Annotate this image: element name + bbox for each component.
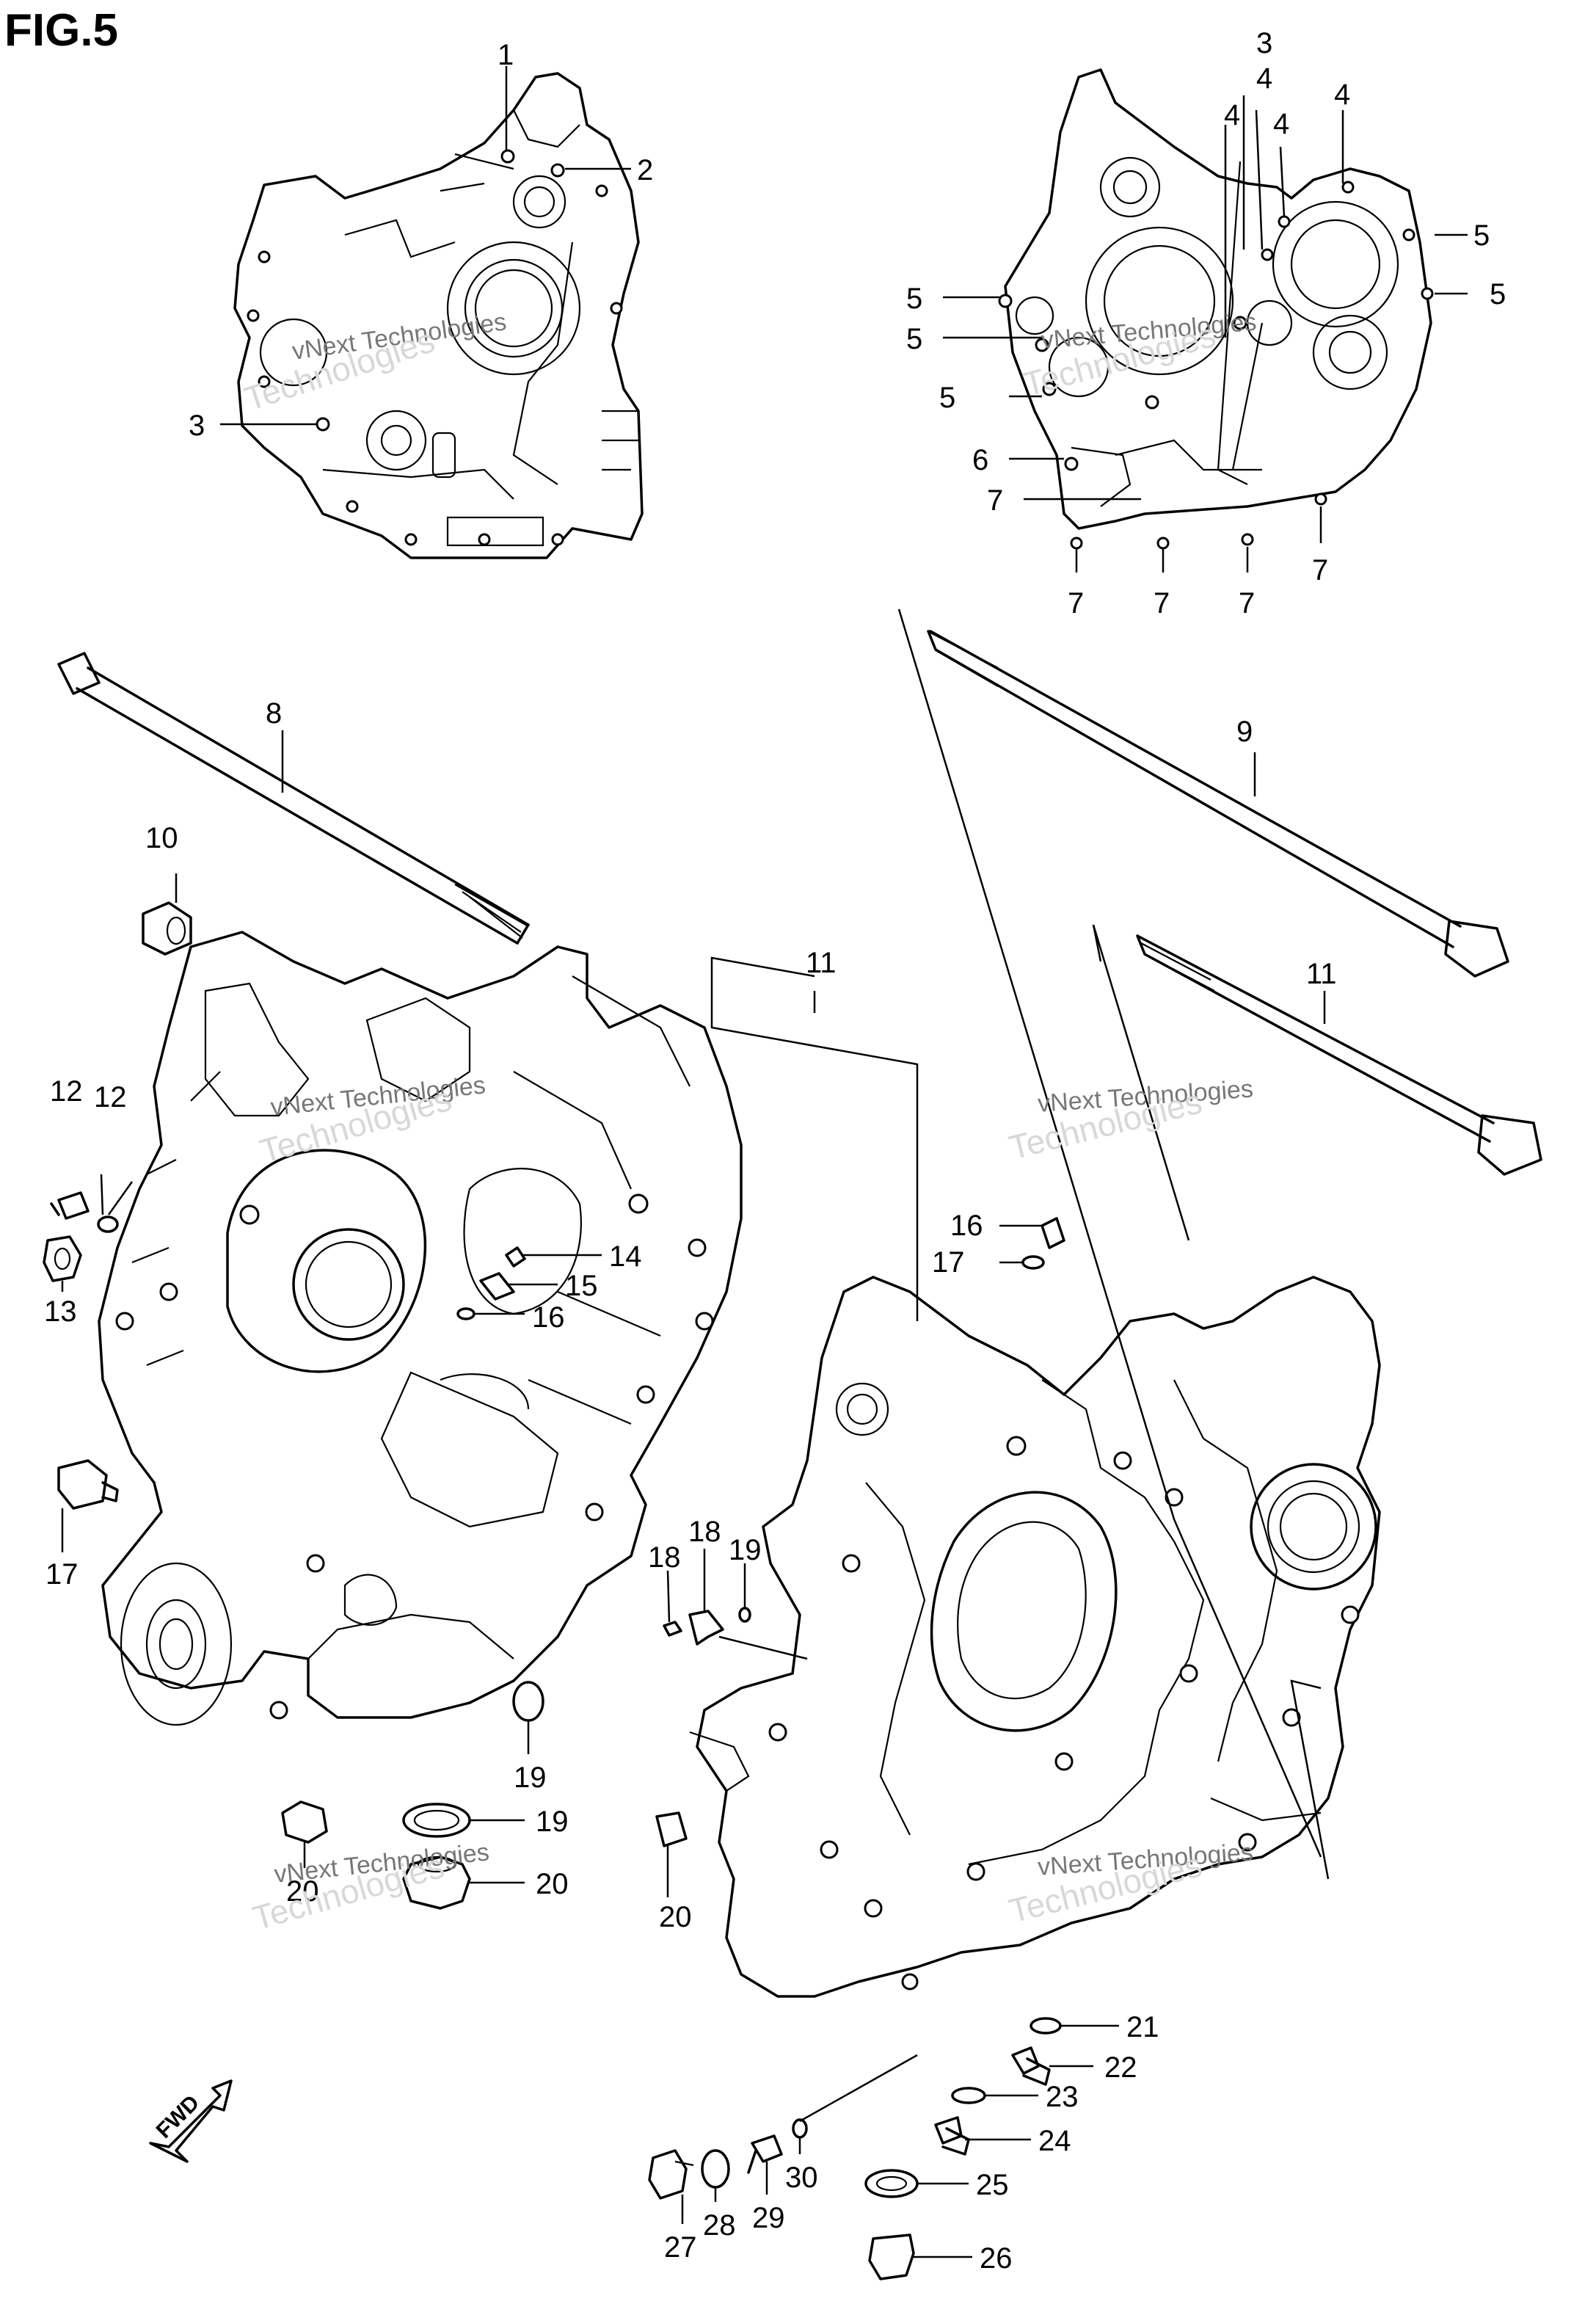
callout-28: 9 [1236, 716, 1253, 748]
callout-3a: 1 [498, 39, 514, 71]
callout-11b: 16 [950, 1210, 983, 1242]
callout-18a: 15 [565, 1270, 598, 1302]
right-crankcase-inner-view [998, 68, 1434, 550]
callout-15: 19 [514, 1762, 547, 1794]
callout-27: 8 [266, 697, 282, 730]
callout-2: 20 [659, 1901, 692, 1933]
callout-18b: 18 [688, 1516, 721, 1548]
bolt-28 [927, 630, 1509, 978]
callout-26: 11 [1306, 958, 1337, 990]
callout-4a: 7 [1068, 587, 1084, 619]
callout-23: 26 [980, 2242, 1013, 2275]
callout-labels: 1 2 3 3 4 4 4 4 5 5 5 5 5 6 7 7 7 7 7 8 … [44, 27, 1506, 2275]
callout-11a: 12 [50, 1075, 83, 1108]
callout-7a: 4 [1224, 99, 1240, 131]
left-crankcase-half [98, 931, 743, 1726]
callout-24: 25 [976, 2169, 1009, 2201]
callout-30: 10 [145, 822, 178, 854]
callout-17a: 16 [532, 1301, 565, 1334]
callout-25: 17 [45, 1558, 79, 1591]
fwd-label: FWD [152, 2090, 205, 2143]
callout-20b: 23 [1046, 2081, 1079, 2113]
callout-20a: 21 [1126, 2011, 1159, 2043]
callout-19b: 24 [1038, 2125, 1071, 2157]
callout-5c: 4 [1334, 79, 1350, 111]
fwd-arrow-icon: FWD [149, 2079, 233, 2163]
callout-5a: 3 [189, 410, 205, 442]
callout-5d: 5 [1473, 219, 1490, 252]
bolt-27 [57, 652, 530, 945]
callout-19a: 22 [1104, 2051, 1137, 2084]
callout-10: 13 [44, 1295, 77, 1328]
callout-4c: 7 [1239, 587, 1255, 619]
callout-7c: 5 [906, 323, 922, 355]
callout-17b: 19 [729, 1534, 762, 1566]
figure-title: FIG.5 [4, 5, 118, 56]
leader-lines [61, 66, 1468, 2258]
callout-14: 29 [752, 2202, 785, 2234]
bolt-26 [1136, 934, 1542, 1176]
callout-13: 30 [785, 2162, 818, 2194]
left-crankcase-inner-view [233, 72, 644, 559]
callout-9: 4 [1256, 62, 1272, 95]
callout-22: 19 [536, 1806, 569, 1838]
callout-4d: 7 [1312, 554, 1328, 586]
callout-5e: 5 [1490, 278, 1506, 310]
callout-8: 3 [1256, 27, 1272, 59]
callout-7b: 5 [906, 283, 922, 315]
callout-16a: 14 [609, 1240, 642, 1273]
callout-21: 20 [536, 1868, 569, 1900]
callout-4b: 7 [1154, 587, 1170, 619]
callout-7d: 7 [987, 484, 1003, 517]
right-crankcase-half [689, 1276, 1381, 1998]
callout-3b: 2 [637, 154, 653, 186]
callout-5f: 6 [972, 444, 988, 476]
callout-16b: 18 [648, 1541, 681, 1574]
callout-6: 5 [939, 382, 955, 414]
callout-12a: 12 [94, 1081, 127, 1113]
callout-29: 20 [286, 1875, 319, 1908]
callout-19c: 27 [664, 2231, 697, 2264]
callout-20c: 28 [703, 2209, 736, 2242]
small-parts [43, 901, 1065, 2280]
watermark-group: vNext Technologies Technologies vNext Te… [240, 308, 1258, 1937]
callout-12b: 17 [932, 1246, 965, 1279]
callout-5b: 4 [1273, 108, 1289, 140]
callout-1: 11 [806, 947, 837, 979]
